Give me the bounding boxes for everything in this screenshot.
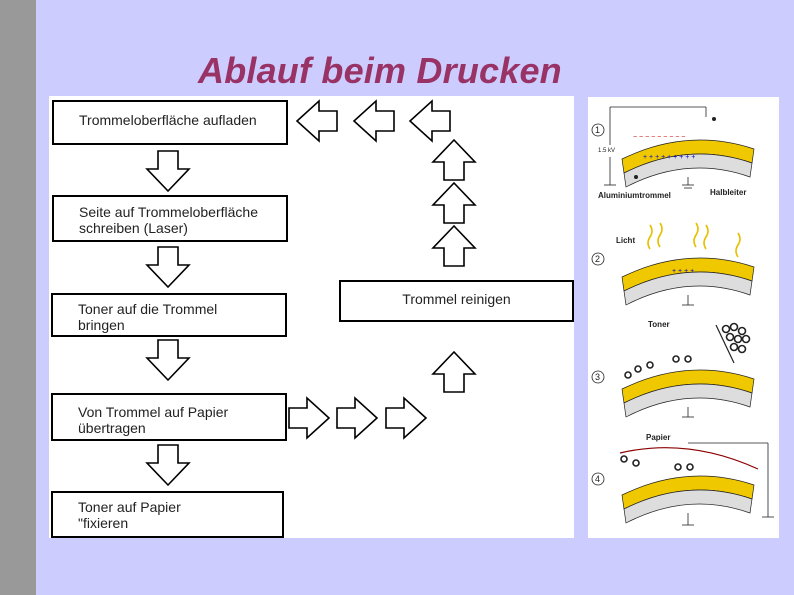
step-apply-toner: Toner auf die Trommel bringen [51,293,287,337]
svg-text:3: 3 [595,372,600,382]
arrow-down-4 [146,444,190,486]
svg-text:4: 4 [595,474,600,484]
step-fix-toner: Toner auf Papier "fixieren [51,491,284,538]
sidebar-strip [0,0,36,595]
arrow-up-4 [432,139,476,181]
arrow-up-1 [432,351,476,393]
paper-label: Papier [646,433,670,442]
stage-toner: Toner 3 [591,320,755,418]
semiconductor-label: Halbleiter [710,188,746,197]
light-label: Licht [616,236,635,245]
svg-text:− − − − − − − − −: − − − − − − − − − [633,134,685,141]
svg-text:+ + + +: + + + + [672,268,694,275]
arrow-left-2 [353,100,395,142]
svg-text:1: 1 [595,125,600,135]
toner-label: Toner [648,320,670,329]
arrow-right-2 [336,397,378,439]
svg-text:+ + + + + + + + +: + + + + + + + + + [643,154,695,161]
step-number-3 [591,370,605,384]
drum-label: Aluminiumtrommel [598,191,671,200]
arrow-down-1 [146,150,190,192]
stage-paper: Papier 4 [591,433,774,526]
step-transfer-paper: Von Trommel auf Papier übertragen [51,393,287,441]
step-number-1 [591,123,605,137]
arrow-down-2 [146,246,190,288]
svg-text:1.5 kV: 1.5 kV [598,148,615,154]
arrow-left-1 [296,100,338,142]
arrow-right-1 [288,397,330,439]
arrow-up-2 [432,225,476,267]
step-clean-drum: Trommel reinigen [339,280,574,322]
step-write-page: Seite auf Trommeloberfläche schreiben (L… [52,195,288,242]
stage-light: Licht 2 + + + + [591,222,755,306]
step-number-2 [591,252,605,266]
arrow-up-3 [432,182,476,224]
arrow-right-3 [385,397,427,439]
arrow-left-3 [409,100,451,142]
step-number-4 [591,472,605,486]
stage-charge: 1 + + + + + + + + + − − − − − − − − − 1.… [591,106,755,200]
page-title: Ablauf beim Drucken [198,50,562,91]
svg-text:2: 2 [595,254,600,264]
step-charge-drum: Trommeloberfläche aufladen [52,100,288,145]
laser-print-illustration: 1 + + + + + + + + + − − − − − − − − − 1.… [588,97,779,538]
arrow-down-3 [146,339,190,381]
